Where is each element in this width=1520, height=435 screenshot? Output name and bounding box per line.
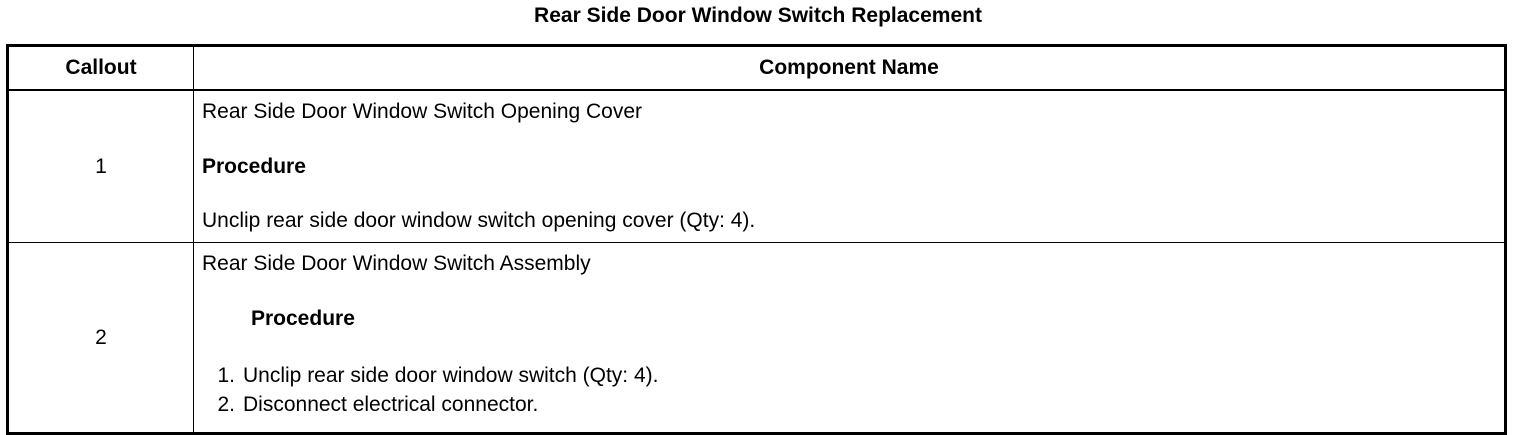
table-row: 2 Rear Side Door Window Switch Assembly …: [7, 242, 1506, 434]
procedure-text: Unclip rear side door window switch open…: [202, 209, 756, 232]
step-text: Disconnect electrical connector.: [243, 393, 539, 416]
step-text: Unclip rear side door window switch (Qty…: [243, 364, 659, 387]
procedure-heading: Procedure: [251, 307, 355, 330]
page-title: Rear Side Door Window Switch Replacement: [534, 4, 982, 27]
component-name: Rear Side Door Window Switch Assembly: [202, 252, 591, 275]
procedure-step: 2. Disconnect electrical connector.: [202, 390, 1504, 419]
table-row: 1 Rear Side Door Window Switch Opening C…: [7, 89, 1506, 243]
step-number: 1.: [217, 364, 235, 387]
procedure-step: 1. Unclip rear side door window switch (…: [202, 361, 1504, 390]
procedure-steps: 1. Unclip rear side door window switch (…: [202, 361, 1504, 419]
table-header-row: Callout Component Name: [7, 45, 1506, 91]
component-cell: Rear Side Door Window Switch Opening Cov…: [193, 89, 1506, 243]
component-column-header: Component Name: [193, 45, 1506, 91]
component-name: Rear Side Door Window Switch Opening Cov…: [202, 100, 643, 123]
procedure-heading: Procedure: [202, 155, 306, 178]
procedure-table: Callout Component Name 1 Rear Side Door …: [6, 44, 1507, 435]
step-number: 2.: [217, 393, 235, 416]
callout-column-header: Callout: [7, 45, 194, 91]
callout-number: 1: [7, 89, 194, 243]
component-cell: Rear Side Door Window Switch Assembly Pr…: [193, 242, 1506, 434]
callout-number: 2: [7, 242, 194, 434]
